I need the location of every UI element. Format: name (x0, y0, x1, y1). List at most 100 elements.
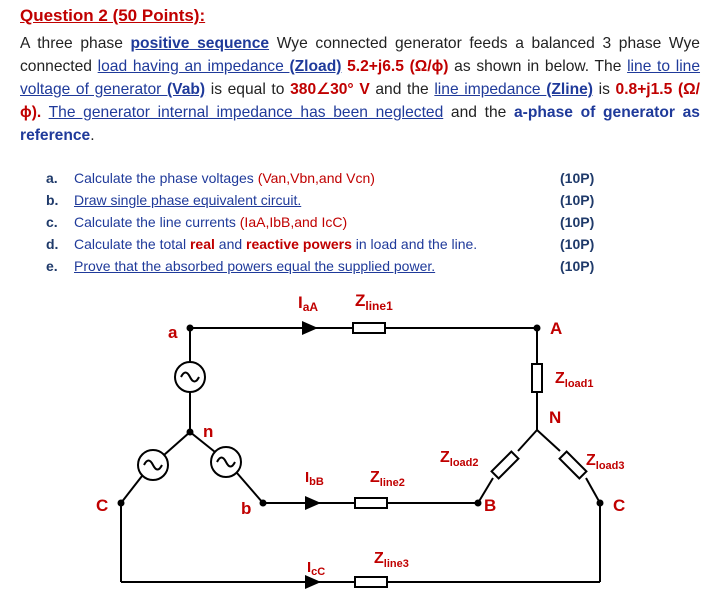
zload1-label: Zload1 (555, 370, 594, 390)
label-main: Z (555, 370, 565, 387)
node-label-N: N (549, 408, 561, 427)
label-main: I (298, 293, 303, 312)
label-main: Z (374, 550, 384, 567)
task-c: c. Calculate the line currents (IaA,IbB,a… (46, 211, 606, 233)
emph-positive-sequence: positive sequence (130, 35, 270, 52)
task-text-red: real (189, 236, 215, 252)
emph-line-voltage: line to line voltage of generator (20, 58, 701, 98)
task-text: Calculate the phase voltages (74, 170, 258, 186)
emph-zload: (Zload) (289, 58, 342, 75)
text: as shown in below. The (448, 58, 628, 75)
task-letter: c. (46, 214, 58, 230)
task-letter: e. (46, 258, 58, 274)
resistor-zload2 (490, 450, 520, 480)
node-label-n: n (203, 422, 213, 441)
wire (163, 431, 191, 456)
label-sub: line1 (365, 299, 393, 313)
node-label-a: a (168, 323, 178, 342)
task-d: d. Calculate the total real and reactive … (46, 233, 606, 255)
resistor-zload3 (558, 450, 588, 480)
resistor-zline1 (352, 322, 386, 334)
node-dot (533, 324, 541, 332)
wire (477, 477, 494, 504)
task-letter: a. (46, 170, 58, 186)
arrow-icc (305, 575, 321, 589)
text: and the (443, 104, 514, 121)
task-points: (10P) (560, 258, 595, 274)
text: is (592, 81, 616, 98)
node-label-b: b (241, 499, 251, 518)
arrow-iaa (302, 321, 318, 335)
label-sub: aA (303, 300, 319, 314)
emph-neglected: The generator internal impedance has bee… (48, 104, 444, 121)
task-letter: b. (46, 192, 59, 208)
value-zline: 0.8+j1.5 (Ω/ϕ). (20, 81, 700, 121)
label-sub: bB (309, 476, 324, 488)
wire (585, 477, 601, 504)
node-dot (117, 499, 125, 507)
zline2-label: Zline2 (370, 469, 405, 489)
wire (236, 472, 264, 504)
circuit-diagram: a n C b A N B C IaA IbB IcC Zline1 Zline… (96, 291, 625, 589)
text: Wye connected generator feeds a balanced… (20, 35, 700, 75)
label-main: Z (440, 449, 450, 466)
wire (120, 475, 143, 504)
task-points: (10P) (560, 192, 595, 208)
value-zload: 5.2+j6.5 (Ω/ϕ) (341, 58, 449, 75)
task-text: Calculate the line currents (74, 214, 240, 230)
source-c (137, 449, 169, 481)
resistor-zline2 (354, 497, 388, 509)
value-vab: 380∠30° V (290, 81, 370, 98)
label-sub: load2 (450, 457, 479, 469)
task-list: a. Calculate the phase voltages (Van,Vbn,… (46, 167, 606, 277)
emph-reference: a-phase of generator as reference (20, 104, 700, 144)
label-main: I (307, 559, 311, 576)
node-label-A: A (550, 319, 562, 338)
text: A three phase (20, 35, 131, 52)
task-text: Calculate the total (74, 236, 190, 252)
task-points: (10P) (560, 170, 595, 186)
task-letter: d. (46, 236, 59, 252)
zline3-label: Zline3 (374, 550, 409, 570)
node-label-B: B (484, 496, 496, 515)
task-b: b. Draw single phase equivalent circuit. (46, 189, 606, 211)
resistor-zload1 (531, 363, 543, 393)
task-text-red: (IaA,IbB,and IcC) (239, 214, 348, 230)
text: . (90, 127, 95, 144)
wire (517, 429, 538, 452)
label-main: Z (355, 291, 365, 310)
node-label-c: C (96, 496, 108, 515)
sine-glyph (216, 456, 236, 468)
label-main: Z (370, 469, 380, 486)
node-dot (186, 428, 194, 436)
node-dot (596, 499, 604, 507)
text: is equal to (205, 81, 291, 98)
label-sub: cC (311, 566, 325, 578)
points-column: (10P) (10P) (10P) (10P) (10P) (560, 167, 594, 277)
current-label-iaa: IaA (298, 293, 318, 314)
sine-glyph (143, 459, 163, 471)
resistor-zline3 (354, 576, 388, 588)
task-text: and (214, 236, 247, 252)
wire (536, 429, 561, 452)
task-text-red: reactive powers (246, 236, 352, 252)
task-text-red: (Van,Vbn,and Vcn) (257, 170, 375, 186)
task-points: (10P) (560, 214, 595, 230)
emph-load: load having an impedance (97, 58, 290, 75)
current-label-ibb: IbB (305, 469, 324, 488)
task-text: in load and the line. (351, 236, 478, 252)
node-dot (259, 499, 267, 507)
emph-vab: (Vab) (166, 81, 206, 98)
node-label-C: C (613, 496, 625, 515)
label-main: Z (586, 452, 596, 469)
node-dot (474, 499, 482, 507)
text (41, 104, 48, 121)
node-dot (186, 324, 194, 332)
zload2-label: Zload2 (440, 449, 479, 469)
question-title: Question 2 (50 Points): (20, 6, 206, 25)
label-sub: line2 (380, 477, 405, 489)
label-sub: load3 (596, 460, 625, 472)
arrow-ibb (305, 496, 321, 510)
task-text: Draw single phase equivalent circuit. (74, 192, 302, 208)
text: and the (369, 81, 435, 98)
